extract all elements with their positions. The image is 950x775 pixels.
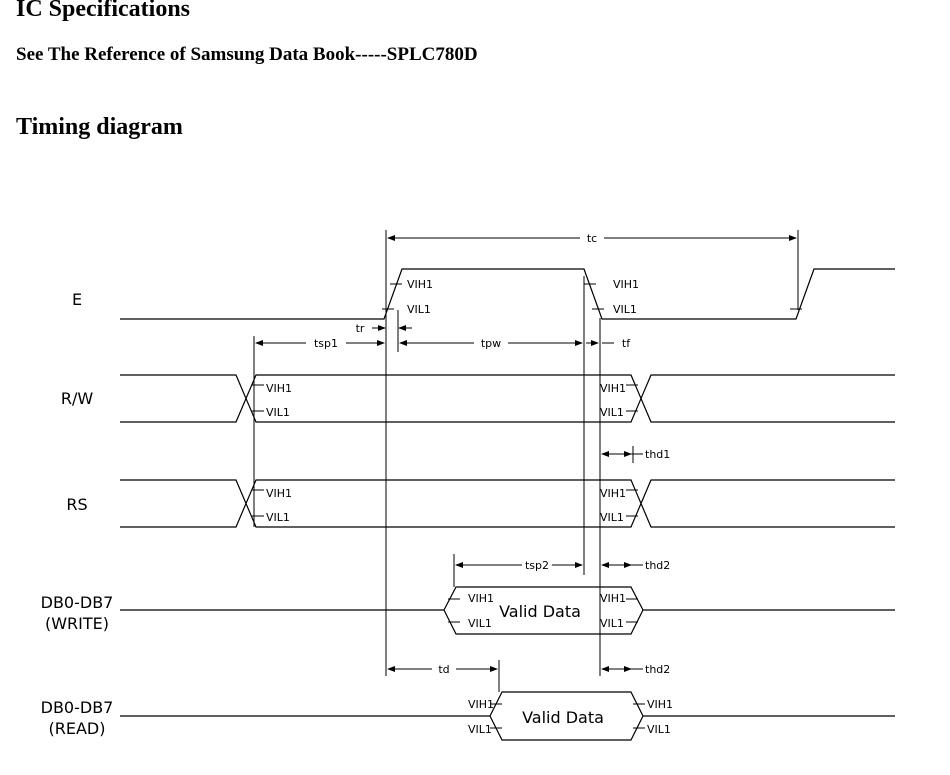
rs-vil1-label-right: VIL1: [600, 511, 624, 524]
tsp1-label: tsp1: [314, 337, 338, 350]
e-vil1-label-fall: VIL1: [613, 303, 637, 316]
tc-dimension: [387, 235, 797, 241]
e-vil1-label-rise: VIL1: [407, 303, 431, 316]
db-write-level-ticks: [448, 598, 638, 623]
rw-vih1-label-right: VIH1: [600, 382, 626, 395]
db-read-vih1-label-left: VIH1: [468, 698, 494, 711]
signal-label-e: E: [72, 290, 82, 309]
db-write-vil1-label-right: VIL1: [600, 617, 624, 630]
thd2-write-dimension: [601, 562, 643, 568]
tsp2-dimension: [455, 562, 583, 568]
td-label: td: [438, 663, 449, 676]
thd2-read-label: thd2: [645, 663, 670, 676]
tr-dimension: [372, 325, 412, 331]
tpw-label: tpw: [481, 337, 501, 350]
tr-label: tr: [356, 322, 365, 335]
db-read-level-ticks: [490, 703, 645, 729]
rw-waveform-lower: [120, 374, 895, 423]
tpw-dimension: [399, 340, 583, 346]
signal-label-db-read: DB0-DB7: [41, 698, 114, 717]
rw-vih1-label-left: VIH1: [266, 382, 292, 395]
rs-level-ticks: [252, 489, 638, 517]
db-read-vil1-label-right: VIL1: [647, 723, 671, 736]
signal-label-rs: RS: [66, 495, 87, 514]
db-read-valid-data-label: Valid Data: [522, 708, 604, 727]
tf-dimension: [586, 340, 614, 346]
rs-vih1-label-right: VIH1: [600, 487, 626, 500]
db-write-vih1-label-left: VIH1: [468, 592, 494, 605]
e-waveform: [120, 268, 895, 320]
page-title: IC Specifications: [16, 0, 190, 22]
rs-vih1-label-left: VIH1: [266, 487, 292, 500]
thd2-read-dimension: [601, 666, 643, 672]
db-write-valid-data-label: Valid Data: [499, 602, 581, 621]
tc-label: tc: [587, 232, 597, 245]
tsp2-label: tsp2: [525, 559, 549, 572]
reference-lines: [253, 230, 799, 692]
thd1-label: thd1: [645, 448, 670, 461]
e-vih1-label-rise: VIH1: [407, 278, 433, 291]
db-write-vil1-label-left: VIL1: [468, 617, 492, 630]
rs-waveform-lower: [120, 479, 895, 528]
e-vih1-label-fall: VIH1: [613, 278, 639, 291]
rw-level-ticks: [252, 384, 638, 412]
page-subtitle: See The Reference of Samsung Data Book--…: [16, 44, 478, 65]
tf-label: tf: [622, 337, 631, 350]
thd2-write-label: thd2: [645, 559, 670, 572]
td-dimension: [387, 666, 498, 672]
thd1-dimension: [601, 451, 643, 457]
rs-waveform-upper: [120, 479, 895, 528]
rw-waveform-upper: [120, 374, 895, 423]
tsp1-dimension: [255, 340, 385, 346]
signal-label-db-write: DB0-DB7: [41, 593, 114, 612]
section-title-timing: Timing diagram: [16, 114, 183, 140]
signal-label-db-read-mode: (READ): [49, 719, 106, 738]
db-write-vih1-label-right: VIH1: [600, 592, 626, 605]
db-read-vil1-label-left: VIL1: [468, 723, 492, 736]
rs-vil1-label-left: VIL1: [266, 511, 290, 524]
e-level-ticks: [382, 283, 802, 310]
rw-vil1-label-left: VIL1: [266, 406, 290, 419]
rw-vil1-label-right: VIL1: [600, 406, 624, 419]
signal-label-db-write-mode: (WRITE): [45, 614, 109, 633]
db-read-vih1-label-right: VIH1: [647, 698, 673, 711]
signal-label-rw: R/W: [61, 389, 94, 408]
